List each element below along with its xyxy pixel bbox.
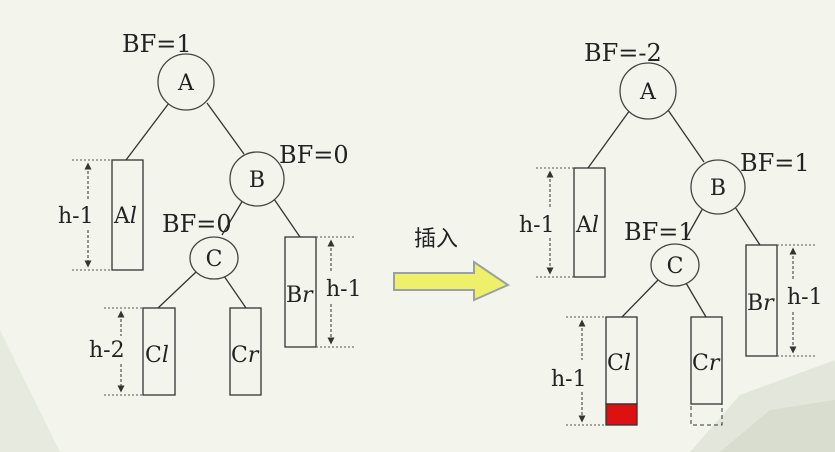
edge-a-b	[667, 109, 705, 163]
insert-label: 插入	[414, 227, 458, 252]
edge-c-cr	[685, 282, 707, 318]
node-b	[690, 159, 746, 215]
edge-c-cl	[621, 279, 659, 318]
edge-c-cl	[157, 271, 197, 309]
node-b-label: B	[249, 168, 265, 193]
edge-a-al	[125, 102, 170, 161]
node-c-label: C	[206, 247, 223, 272]
node-c	[189, 236, 239, 280]
node-a	[157, 53, 215, 111]
background-shape	[0, 330, 60, 452]
node-a	[619, 62, 677, 120]
edge-b-c	[221, 199, 244, 236]
node-c-label: C	[667, 254, 684, 279]
subtree-al	[111, 159, 144, 271]
subtree-cl	[142, 307, 176, 396]
subtree-cr-label: Cr	[692, 351, 721, 376]
bf-label-b: BF=0	[279, 141, 349, 169]
edge-c-cr	[223, 275, 247, 309]
node-b	[229, 151, 285, 207]
node-b-label: B	[710, 176, 726, 201]
edge-b-br	[734, 206, 761, 246]
subtree-cl-label: Cl	[145, 343, 169, 368]
height-label-br: h-1	[787, 285, 823, 310]
node-c	[650, 243, 700, 287]
arrow-right-icon	[393, 260, 511, 302]
height-label-al: h-1	[519, 213, 555, 238]
bf-label-c: BF=0	[162, 210, 232, 238]
node-a-label: A	[177, 71, 195, 96]
left-tree: A B C BF=1 BF=0 BF=0 Al Br Cl Cr h-1 h-1	[58, 30, 362, 396]
bf-label-a: BF=1	[122, 30, 192, 58]
subtree-al-label: Al	[113, 204, 137, 229]
edge-a-b	[206, 102, 245, 155]
bf-label-a: BF=-2	[584, 39, 662, 67]
height-label-br: h-1	[326, 277, 362, 302]
bf-label-b: BF=1	[740, 149, 810, 177]
height-label-cl: h-1	[551, 367, 587, 392]
node-a-label: A	[639, 80, 657, 105]
height-label-al: h-1	[58, 204, 94, 229]
edge-b-br	[273, 198, 301, 238]
subtree-br	[745, 244, 778, 357]
bf-label-c: BF=1	[624, 218, 694, 246]
subtree-al-label: Al	[575, 213, 599, 238]
subtree-cr	[229, 307, 262, 396]
subtree-al	[573, 167, 606, 278]
inserted-node-block	[605, 403, 638, 426]
subtree-br-label: Br	[286, 283, 314, 308]
right-tree: A B C BF=-2 BF=1 BF=1 Al Br Cl Cr h-1 h-…	[519, 39, 823, 426]
subtree-cr-label: Cr	[231, 343, 260, 368]
height-label-cl: h-2	[89, 338, 125, 363]
subtree-br-label: Br	[747, 291, 775, 316]
subtree-br	[284, 236, 317, 348]
background-shape	[720, 400, 835, 452]
subtree-cr-dashed-extension	[690, 403, 723, 426]
insert-arrow: 插入	[393, 227, 511, 302]
edge-a-al	[587, 109, 631, 169]
subtree-cl-label: Cl	[607, 351, 631, 376]
edge-b-c	[684, 207, 704, 241]
